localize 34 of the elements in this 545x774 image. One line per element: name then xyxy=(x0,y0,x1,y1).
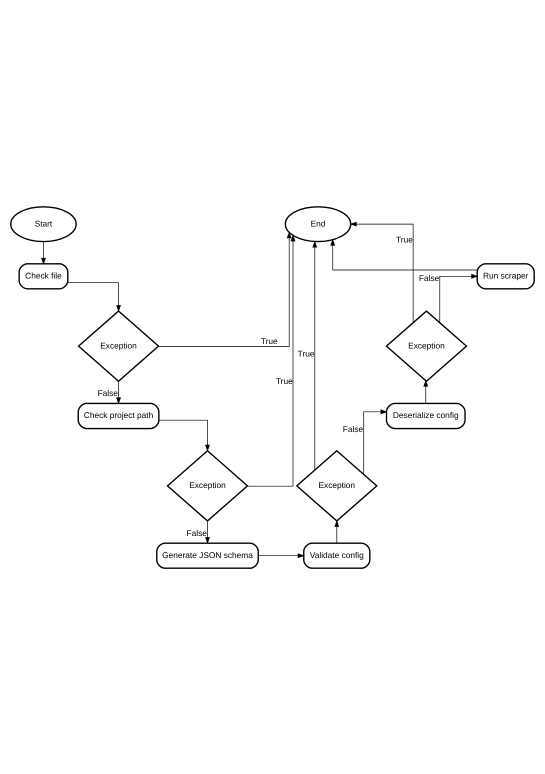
arrow xyxy=(246,234,296,486)
arrow xyxy=(41,240,46,264)
arrow xyxy=(423,379,428,404)
arrow xyxy=(330,238,478,270)
node-box: Deserialize config xyxy=(386,402,466,429)
edge-label: True xyxy=(298,348,315,358)
arrow xyxy=(439,273,478,323)
node-diamond: Exception xyxy=(296,449,378,522)
edge-label: False xyxy=(418,272,440,283)
node-box: Check file xyxy=(18,262,68,289)
arrow xyxy=(312,240,318,470)
node-box: Generate JSON schema xyxy=(156,542,259,568)
arrow xyxy=(363,408,388,474)
node-box: Run scraper xyxy=(476,262,535,289)
node-diamond: Exception xyxy=(78,310,160,382)
edge-label: True xyxy=(276,376,293,386)
edge-label: False xyxy=(342,424,364,434)
node-box: Validate config xyxy=(303,542,370,568)
arrow xyxy=(158,419,210,452)
node-box: Check project path xyxy=(78,402,160,429)
node-diamond: Exception xyxy=(166,449,249,522)
arrow xyxy=(116,380,121,404)
edge-label: False xyxy=(98,388,118,398)
arrow xyxy=(68,282,121,312)
edge-label: False xyxy=(186,527,207,538)
node-diamond: Exception xyxy=(385,310,468,382)
arrow xyxy=(334,519,340,543)
node-ellipse: Start xyxy=(10,206,77,242)
arrow xyxy=(350,221,414,322)
edge-label: True xyxy=(260,336,278,346)
arrow xyxy=(158,230,292,346)
edge-label: True xyxy=(396,234,413,244)
arrow xyxy=(205,520,210,544)
arrow xyxy=(258,552,305,558)
